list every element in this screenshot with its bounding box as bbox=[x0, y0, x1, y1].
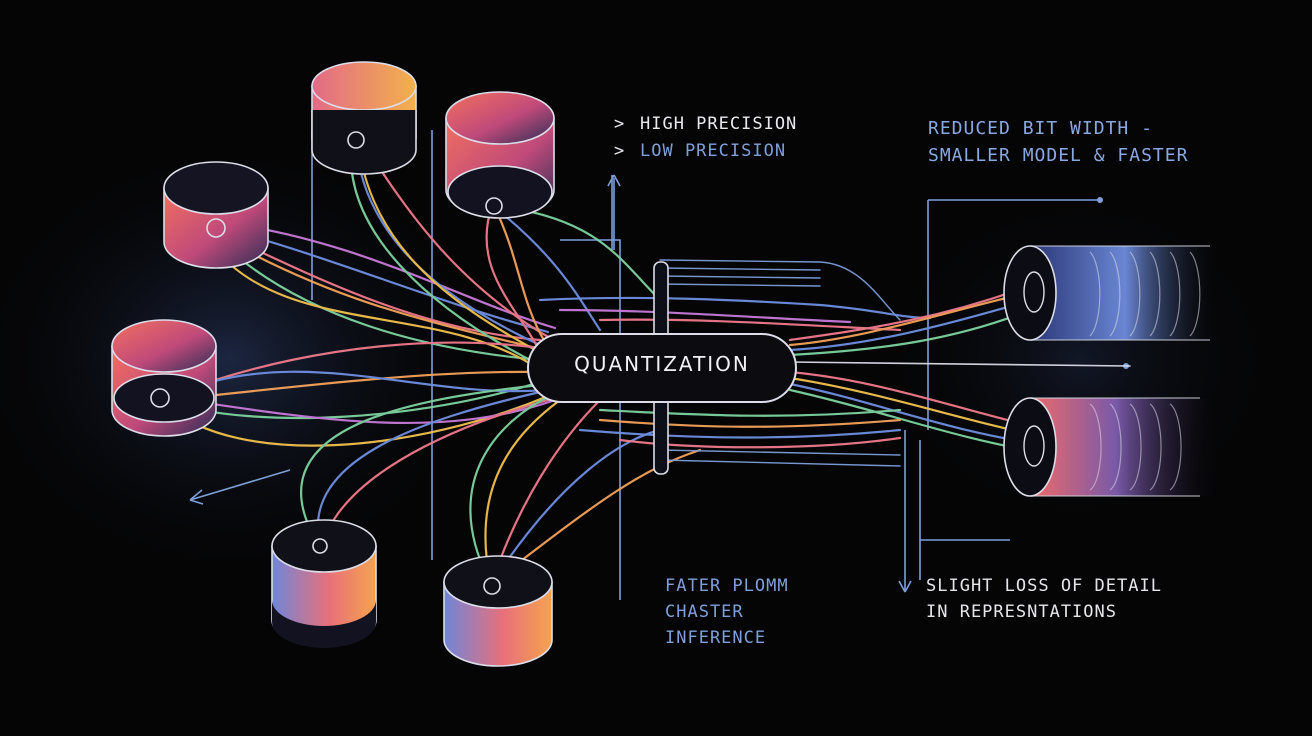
cylinder-mid-left bbox=[111, 319, 217, 437]
label-inference: INFERENCE bbox=[665, 628, 767, 648]
label-chaster: CHASTER bbox=[665, 602, 744, 622]
cylinder-top-right bbox=[445, 91, 555, 219]
label-low-precision: > LOW PRECISION bbox=[614, 141, 786, 161]
marker-low-precision: > bbox=[614, 141, 626, 161]
label-reduced-bit-width: REDUCED BIT WIDTH - bbox=[928, 118, 1153, 139]
glow-left bbox=[0, 140, 490, 580]
arrow-left bbox=[189, 469, 291, 505]
cylinder-right-lower bbox=[1003, 397, 1220, 497]
label-slight-loss: SLIGHT LOSS OF DETAIL bbox=[926, 576, 1162, 596]
marker-high-precision: > bbox=[614, 114, 626, 134]
arrow-down bbox=[898, 580, 912, 593]
cylinder-bottom-left bbox=[271, 519, 377, 648]
guide-dot-top bbox=[1097, 197, 1103, 203]
label-fater-plomm: FATER PLOMM bbox=[665, 576, 789, 596]
cylinder-bottom bbox=[443, 555, 553, 667]
cylinder-top bbox=[311, 61, 417, 175]
arrow-up bbox=[607, 174, 621, 187]
cylinder-right-upper bbox=[1003, 245, 1220, 341]
label-smaller-model: SMALLER MODEL & FASTER bbox=[928, 145, 1189, 166]
wire-bundle-left bbox=[162, 136, 702, 584]
label-high-precision: > HIGH PRECISION bbox=[614, 114, 797, 134]
quantization-pill bbox=[527, 333, 797, 403]
text-high-precision: HIGH PRECISION bbox=[640, 114, 798, 134]
text-low-precision: LOW PRECISION bbox=[640, 141, 787, 161]
label-representations: IN REPRESNTATIONS bbox=[926, 602, 1117, 622]
cylinder-top-left bbox=[163, 161, 269, 269]
quantization-label: QUANTIZATION bbox=[574, 352, 750, 376]
guide-lines bbox=[311, 130, 1100, 600]
